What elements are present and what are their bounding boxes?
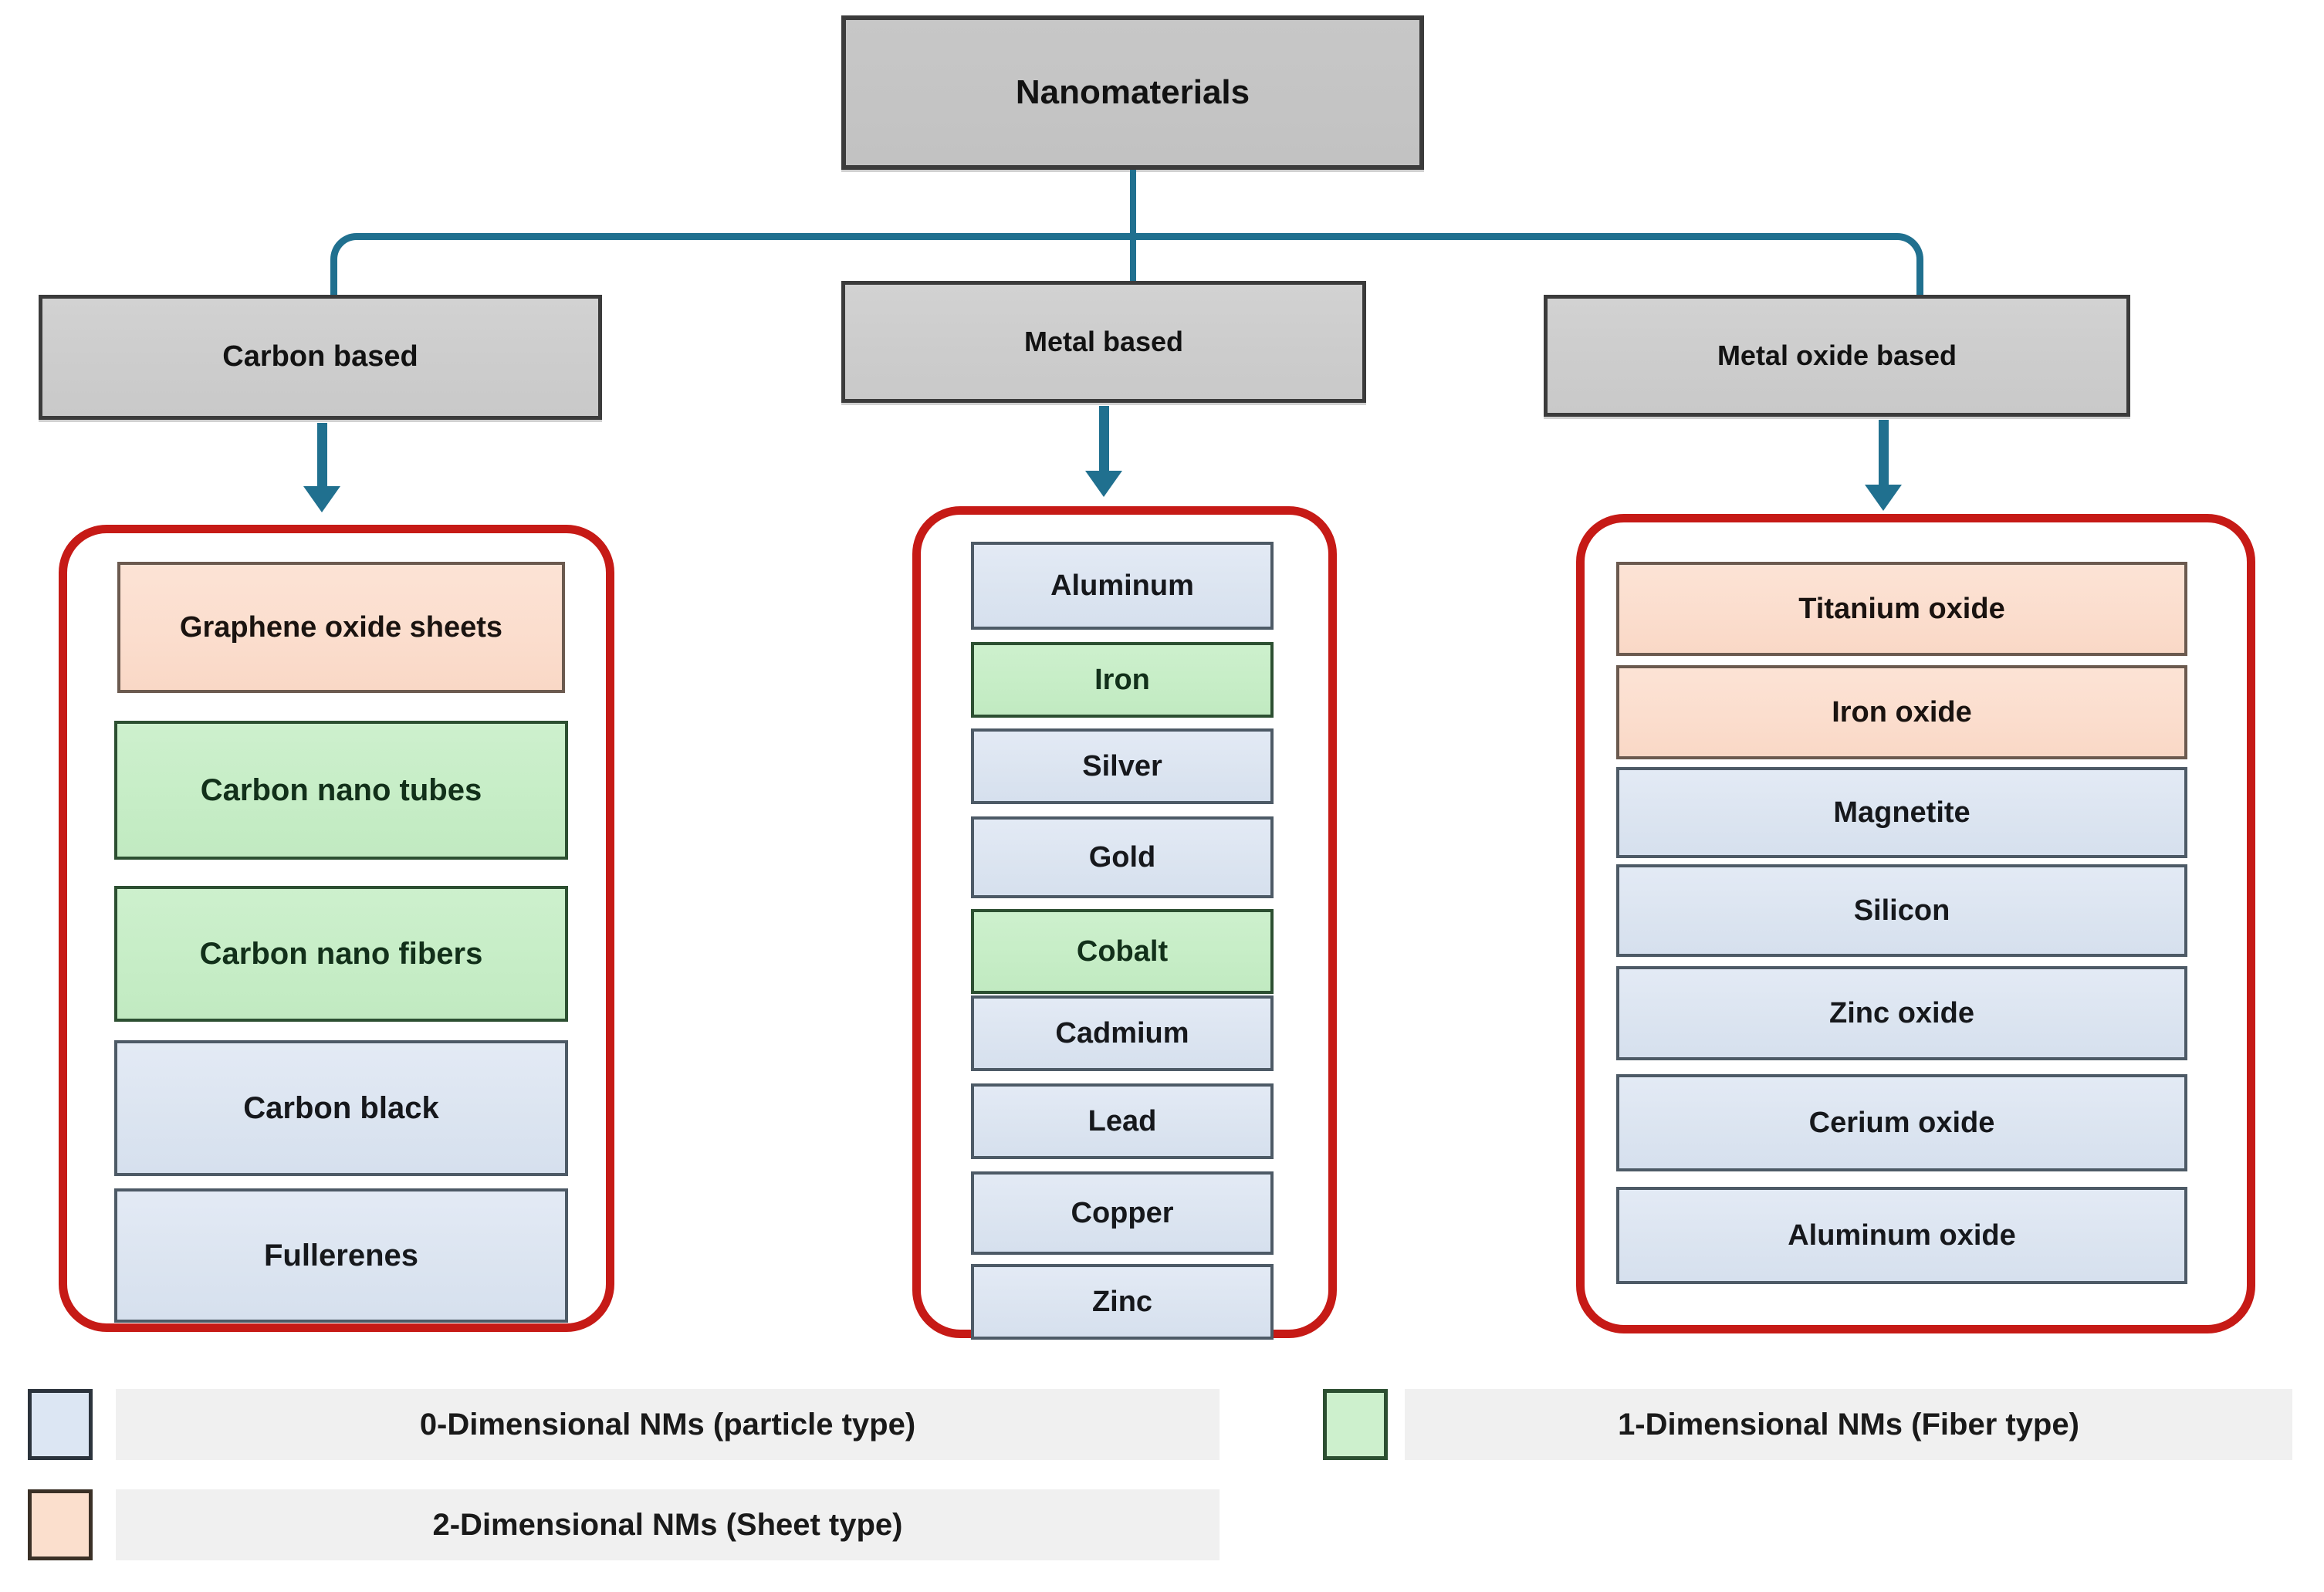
item-lead: Lead [971,1083,1274,1159]
item-label: Silver [1082,749,1162,782]
item-label: Zinc oxide [1829,996,1974,1029]
legend-label-0-dimensional: 0-Dimensional NMs (particle type) [419,1407,916,1442]
legend-swatch-1-dimensional [1323,1389,1388,1460]
metal-oxide-based-group-ring [1576,514,2255,1333]
item-carbon-black: Carbon black [114,1040,568,1176]
item-carbon-nano-tubes: Carbon nano tubes [114,721,568,860]
arrow-shaft-metal-oxide [1879,420,1889,497]
item-label: Copper [1071,1196,1174,1229]
connector-elbow-left [330,233,377,279]
item-graphene-oxide-sheets: Graphene oxide sheets [117,562,565,693]
connector-elbow-right [1877,233,1923,279]
item-label: Cadmium [1055,1016,1189,1050]
connector-drop-left [330,272,337,296]
item-zinc-oxide: Zinc oxide [1616,966,2187,1060]
item-label: Fullerenes [263,1238,419,1273]
arrow-head-carbon [303,486,340,512]
item-label: Aluminum [1050,569,1194,602]
item-label: Lead [1088,1104,1157,1137]
legend-label-1-dimensional: 1-Dimensional NMs (Fiber type) [1618,1407,2079,1442]
item-aluminum-oxide: Aluminum oxide [1616,1187,2187,1284]
arrow-shaft-metal [1099,406,1109,483]
legend-swatch-2-dimensional [28,1489,93,1560]
category-node-metal-based: Metal based [841,281,1366,403]
category-node-metal-oxide-based: Metal oxide based [1544,295,2130,417]
item-label: Cerium oxide [1808,1106,1995,1139]
arrow-head-metal-oxide [1865,485,1902,511]
arrow-head-metal [1085,471,1122,497]
category-node-carbon-based: Carbon based [39,295,602,420]
item-label: Aluminum oxide [1788,1219,2016,1252]
item-label: Zinc [1091,1285,1153,1318]
item-label: Iron oxide [1832,695,1972,728]
item-cerium-oxide: Cerium oxide [1616,1074,2187,1171]
item-iron-oxide: Iron oxide [1616,665,2187,759]
item-copper: Copper [971,1171,1274,1255]
item-label: Magnetite [1833,796,1970,829]
item-magnetite: Magnetite [1616,767,2187,858]
item-label: Gold [1088,840,1156,874]
item-cobalt: Cobalt [971,909,1274,994]
arrow-shaft-carbon [317,423,327,500]
category-label-metal-oxide-based: Metal oxide based [1717,340,1957,372]
item-silicon: Silicon [1616,864,2187,957]
item-label: Graphene oxide sheets [179,610,503,644]
item-label: Iron [1094,663,1150,696]
item-silver: Silver [971,728,1274,804]
category-label-metal-based: Metal based [1023,326,1184,358]
connector-horizontal-bus [363,233,1891,240]
item-iron: Iron [971,642,1274,718]
carbon-based-group-ring [59,525,614,1332]
legend-swatch-0-dimensional [28,1389,93,1460]
root-node-nanomaterials: Nanomaterials [841,15,1424,170]
legend-band-1d [1405,1389,2292,1460]
item-aluminum: Aluminum [971,542,1274,630]
item-label: Carbon nano tubes [200,772,482,807]
item-fullerenes: Fullerenes [114,1188,568,1323]
root-node-label: Nanomaterials [1015,73,1250,111]
category-label-carbon-based: Carbon based [222,340,418,373]
item-carbon-nano-fibers: Carbon nano fibers [114,886,568,1022]
legend-band-2d [116,1489,1220,1560]
item-zinc: Zinc [971,1264,1274,1340]
legend-label-2-dimensional: 2-Dimensional NMs (Sheet type) [432,1507,903,1542]
item-cadmium: Cadmium [971,995,1274,1071]
connector-root-stem [1130,170,1136,239]
connector-drop-center [1130,233,1136,281]
legend-band-0d [116,1389,1220,1460]
item-label: Silicon [1853,894,1950,927]
item-gold: Gold [971,816,1274,898]
item-label: Carbon nano fibers [199,936,483,971]
connector-drop-right [1916,272,1923,296]
item-label: Carbon black [243,1090,439,1125]
item-titanium-oxide: Titanium oxide [1616,562,2187,656]
item-label: Cobalt [1076,935,1169,968]
item-label: Titanium oxide [1798,592,2005,625]
